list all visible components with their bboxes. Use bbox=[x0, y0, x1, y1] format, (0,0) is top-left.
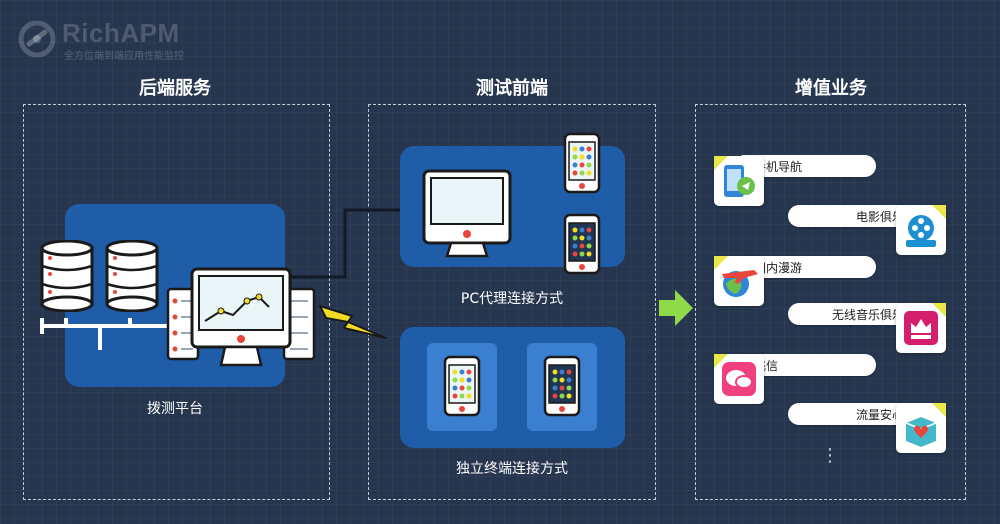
database-icon bbox=[40, 240, 94, 312]
service-label: 手机导航 bbox=[754, 160, 803, 174]
vas-title: 增值业务 bbox=[795, 78, 867, 99]
music-club-icon[interactable] bbox=[896, 303, 946, 353]
vas-box bbox=[695, 104, 966, 500]
phone-icon bbox=[563, 132, 601, 194]
service-pill[interactable]: 无线音乐俱乐部 bbox=[788, 303, 930, 325]
frontend-box bbox=[368, 104, 656, 500]
lightning-icon bbox=[319, 305, 387, 339]
phone-navigation-icon[interactable] bbox=[714, 156, 764, 206]
phone-icon bbox=[443, 355, 481, 417]
roaming-plane-icon[interactable] bbox=[714, 256, 764, 306]
database-icon bbox=[105, 240, 159, 312]
logo: RichAPM 全方位端到端应用性能监控 bbox=[18, 18, 218, 62]
standalone-caption: 独立终端连接方式 bbox=[456, 461, 568, 477]
logo-tagline: 全方位端到端应用性能监控 bbox=[64, 51, 184, 62]
more-services-ellipsis: ⋮ bbox=[821, 445, 839, 466]
probe-monitor-icon bbox=[166, 267, 316, 367]
data-package-icon[interactable] bbox=[896, 403, 946, 453]
service-pill[interactable]: 手机导航 bbox=[740, 155, 876, 177]
fetion-chat-icon[interactable] bbox=[714, 354, 764, 404]
pc-proxy-caption: PC代理连接方式 bbox=[460, 291, 564, 307]
phone-icon bbox=[543, 355, 581, 417]
logo-icon bbox=[18, 20, 56, 58]
phone-icon bbox=[563, 213, 601, 275]
frontend-title: 测试前端 bbox=[476, 78, 548, 99]
backend-title: 后端服务 bbox=[139, 78, 211, 99]
film-club-icon[interactable] bbox=[896, 205, 946, 255]
backend-box bbox=[23, 104, 330, 500]
service-label: 国内漫游 bbox=[754, 261, 803, 275]
service-pill[interactable]: 国内漫游 bbox=[740, 256, 876, 278]
backend-caption: 拨测平台 bbox=[147, 401, 203, 417]
logo-name: RichAPM bbox=[62, 18, 180, 48]
service-label: 无线音乐俱乐部 bbox=[831, 308, 916, 322]
arrow-right-icon bbox=[659, 290, 693, 326]
pc-monitor-icon bbox=[422, 169, 512, 258]
